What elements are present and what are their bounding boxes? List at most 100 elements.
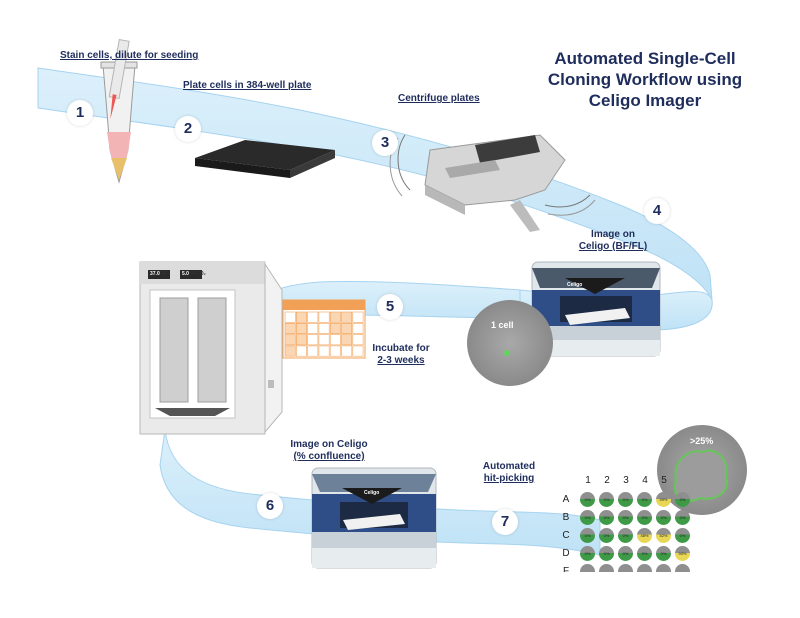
step-1-label: Stain cells, dilute for seeding — [60, 50, 199, 61]
plate-column-header: 3 — [623, 475, 629, 486]
incubator-temp-value: 37.0 — [150, 271, 160, 277]
well-plate-icon — [195, 140, 335, 178]
calendar-day — [352, 334, 364, 346]
incubator-co2-unit: % CO₂ — [190, 271, 206, 277]
plate-well: 52% — [656, 528, 671, 543]
incubator-co2: 5.0 % CO₂ — [182, 271, 206, 277]
single-cell-label: 1 cell — [491, 320, 514, 330]
incubator-temp-unit: °C — [161, 271, 167, 277]
step-3-label: Centrifuge plates — [398, 93, 480, 104]
calendar-day — [284, 345, 296, 357]
plate-well: 0% — [637, 492, 652, 507]
step-4-badge: 4 — [644, 198, 670, 224]
calendar-day — [307, 311, 319, 323]
plate-well: 0% — [599, 546, 614, 561]
imager-brand-bottom: Celigo — [364, 490, 380, 496]
step-2-badge: 2 — [175, 116, 201, 142]
plate-well: 0% — [656, 510, 671, 525]
plate-well: 0% — [599, 492, 614, 507]
plate-column-header: 2 — [604, 475, 610, 486]
plate-well: 0% — [599, 510, 614, 525]
plate-well: 0% — [580, 492, 595, 507]
calendar-day — [284, 311, 296, 323]
title-line-2: Cloning Workflow using — [547, 70, 743, 89]
calendar-day — [329, 322, 341, 334]
step-1-badge: 1 — [67, 100, 93, 126]
step-6-badge: 6 — [257, 493, 283, 519]
calendar-day — [341, 345, 353, 357]
plate-column-header: 1 — [585, 475, 591, 486]
step-7-label: Automated hit-picking — [474, 461, 544, 485]
step-5-badge: 5 — [377, 294, 403, 320]
plate-well: 0% — [580, 546, 595, 561]
title-line-1: Automated Single-Cell — [554, 49, 736, 68]
plate-well: 0% — [675, 492, 690, 507]
calendar-day — [307, 334, 319, 346]
calendar-day — [352, 311, 364, 323]
plate-well: 59% — [656, 492, 671, 507]
step-7-badge: 7 — [492, 509, 518, 535]
plate-well: 0% — [580, 528, 595, 543]
celigo-imager-bottom — [311, 467, 437, 569]
plate-row-header: D — [562, 548, 570, 559]
plate-well: 0% — [599, 528, 614, 543]
imager-brand-top: Celigo — [567, 282, 583, 288]
plate-well: 48% — [637, 528, 652, 543]
calendar-day — [329, 334, 341, 346]
calendar-day — [295, 311, 307, 323]
step-7-label-line1: Automated — [482, 461, 536, 472]
plate-well: 0% — [618, 546, 633, 561]
step-3-badge: 3 — [372, 130, 398, 156]
plate-column-header: 4 — [642, 475, 648, 486]
step-4-label: Image on Celigo (BF/FL) — [578, 229, 648, 253]
calendar-day — [352, 322, 364, 334]
calendar-day — [329, 311, 341, 323]
plate-well: 0% — [675, 528, 690, 543]
calendar-day — [352, 345, 364, 357]
plate-well — [618, 564, 633, 572]
plate-well — [675, 564, 690, 572]
step-5-label: Incubate for 2-3 weeks — [366, 343, 436, 367]
step-6-label-line1: Image on Celigo — [290, 439, 368, 450]
step-7-label-line2: hit-picking — [483, 473, 535, 484]
calendar-day — [284, 334, 296, 346]
page-title: Automated Single-Cell Cloning Workflow u… — [540, 48, 750, 111]
step-5-label-line1: Incubate for — [372, 343, 430, 354]
calendar-day — [318, 345, 330, 357]
plate-row-header: A — [562, 494, 570, 505]
plate-row-header: B — [562, 512, 570, 523]
plate-column-header: 5 — [661, 475, 667, 486]
calendar-day — [295, 322, 307, 334]
plate-well — [580, 564, 595, 572]
step-2-label: Plate cells in 384-well plate — [183, 80, 312, 91]
calendar-day — [295, 345, 307, 357]
plate-well: 0% — [637, 546, 652, 561]
celigo-imager-top — [531, 261, 661, 357]
centrifuge-icon — [389, 134, 596, 232]
plate-well: 0% — [618, 492, 633, 507]
step-5-label-line2: 2-3 weeks — [377, 355, 425, 366]
plate-row-header: F — [562, 566, 570, 572]
centrifuge-tube-icon — [100, 39, 138, 184]
calendar-day — [341, 322, 353, 334]
plate-well: 0% — [618, 510, 633, 525]
calendar-day — [341, 334, 353, 346]
calendar-day — [295, 334, 307, 346]
calendar-day — [341, 311, 353, 323]
calendar-day — [318, 311, 330, 323]
calendar-day — [318, 334, 330, 346]
confluence-label: >25% — [690, 436, 714, 446]
plate-well: 0% — [675, 510, 690, 525]
step-6-label-line2: (% confluence) — [293, 451, 365, 462]
single-cell-image — [467, 300, 553, 386]
step-4-label-line1: Image on — [591, 229, 635, 240]
plate-well — [599, 564, 614, 572]
plate-well: 90% — [675, 546, 690, 561]
calendar-day — [307, 345, 319, 357]
plate-well — [637, 564, 652, 572]
incubator-icon — [139, 261, 283, 435]
plate-well: 0% — [637, 510, 652, 525]
step-4-label-line2: Celigo (BF/FL) — [578, 241, 648, 252]
